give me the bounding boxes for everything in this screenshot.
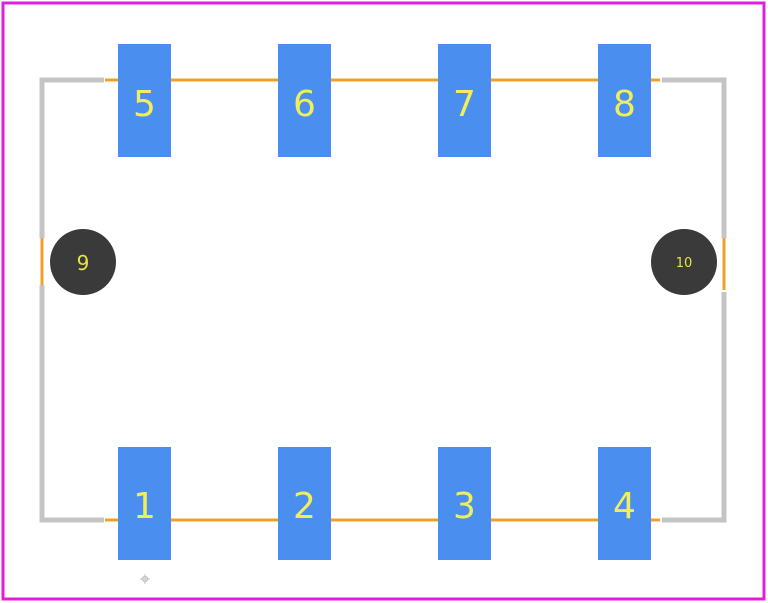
origin-marker-icon — [140, 574, 150, 584]
pad-4-body — [598, 447, 651, 560]
pad-2-body — [278, 447, 331, 560]
pad-2[interactable]: 2 — [278, 447, 331, 560]
pad-7-body — [438, 44, 491, 157]
pad-8[interactable]: 8 — [598, 44, 651, 157]
pad-1-label: 1 — [133, 486, 156, 527]
pad-8-label: 8 — [613, 84, 636, 125]
pad-1-body — [118, 447, 171, 560]
pad-3[interactable]: 3 — [438, 447, 491, 560]
mount-hole-9-label: 9 — [77, 251, 90, 275]
mount-hole-10-label: 10 — [676, 256, 693, 271]
body-outline-bottom-left — [39, 285, 104, 523]
body-outline-bottom-right — [662, 292, 727, 523]
pad-6-body — [278, 44, 331, 157]
body-outline-top-right — [662, 77, 727, 238]
pad-3-body — [438, 447, 491, 560]
mount-hole-9[interactable]: 9 — [50, 229, 116, 295]
pad-6[interactable]: 6 — [278, 44, 331, 157]
pad-3-label: 3 — [453, 486, 476, 527]
pad-2-label: 2 — [293, 486, 316, 527]
body-outline-top-left — [39, 77, 104, 238]
pad-4[interactable]: 4 — [598, 447, 651, 560]
pad-4-label: 4 — [613, 486, 636, 527]
pad-8-body — [598, 44, 651, 157]
pad-5-body — [118, 44, 171, 157]
body-outline — [39, 77, 727, 523]
pad-1[interactable]: 1 — [118, 447, 171, 560]
pad-5-label: 5 — [133, 84, 156, 125]
pad-6-label: 6 — [293, 84, 316, 125]
mount-hole-10[interactable]: 10 — [651, 229, 717, 295]
mount-hole-9-body — [50, 229, 116, 295]
pad-5[interactable]: 5 — [118, 44, 171, 157]
pad-7[interactable]: 7 — [438, 44, 491, 157]
mount-hole-10-body — [651, 229, 717, 295]
pad-7-label: 7 — [453, 84, 476, 125]
